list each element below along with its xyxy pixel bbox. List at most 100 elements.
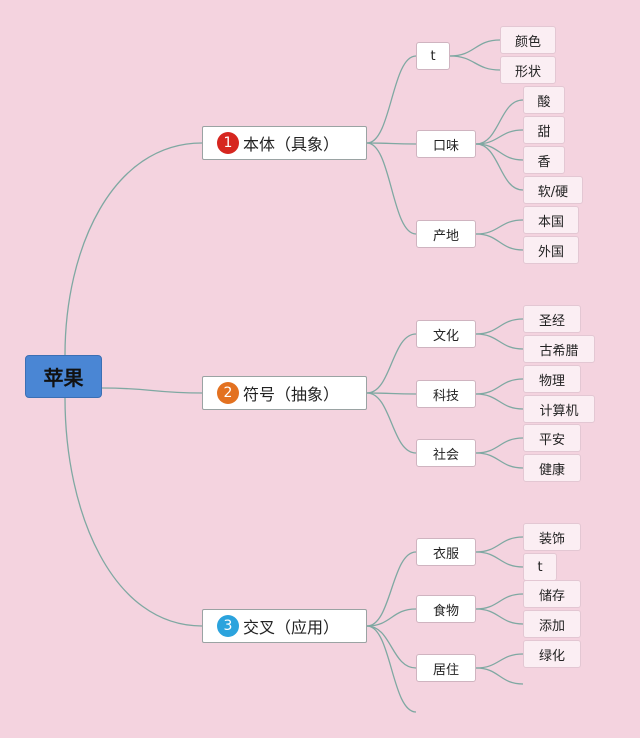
- branch-label: 交叉（应用）: [243, 618, 340, 637]
- leaf-t[interactable]: t: [523, 553, 557, 581]
- leaf-color[interactable]: 颜色: [500, 26, 556, 54]
- leaf-label: 甜: [537, 124, 551, 140]
- subnode-label: 居住: [432, 662, 459, 678]
- connector-leaf: [475, 219, 524, 235]
- leaf-label: 古希腊: [539, 343, 579, 359]
- subnode-clothing[interactable]: 衣服: [416, 538, 476, 566]
- connector-b3-extra: [366, 625, 417, 713]
- connector-leaf: [475, 333, 524, 350]
- branch-label: 符号（抽象）: [243, 385, 340, 404]
- connector-leaf: [475, 667, 524, 685]
- subnode-tech[interactable]: 科技: [416, 380, 476, 408]
- subnode-taste[interactable]: 口味: [416, 130, 476, 158]
- leaf-label: 软/硬: [537, 184, 569, 200]
- subnode-food[interactable]: 食物: [416, 595, 476, 623]
- leaf-domestic[interactable]: 本国: [523, 206, 579, 234]
- leaf-label: 圣经: [538, 313, 565, 329]
- connector-root-b3: [64, 397, 203, 627]
- connector-leaf: [475, 143, 524, 191]
- branch-concrete[interactable]: 1 本体（具象）: [202, 126, 367, 160]
- leaf-fragrant[interactable]: 香: [523, 146, 565, 174]
- connector-leaf: [475, 99, 524, 145]
- connector-b1-t: [366, 55, 417, 144]
- leaf-bible[interactable]: 圣经: [523, 305, 581, 333]
- leaf-label: 绿化: [538, 648, 565, 664]
- leaf-label: 添加: [538, 618, 565, 634]
- connector-leaf: [475, 593, 524, 610]
- connector-b3-housing: [366, 625, 417, 669]
- leaf-label: 物理: [538, 373, 565, 389]
- leaf-texture[interactable]: 软/硬: [523, 176, 583, 204]
- subnode-housing[interactable]: 居住: [416, 654, 476, 682]
- subnode-label: t: [430, 48, 436, 64]
- connector-b3-clothing: [366, 551, 417, 627]
- connector-root-b2: [101, 387, 203, 394]
- leaf-label: 香: [537, 154, 551, 170]
- subnode-label: 文化: [432, 328, 459, 344]
- subnode-label: 社会: [432, 447, 459, 463]
- leaf-greece[interactable]: 古希腊: [523, 335, 595, 363]
- subnode-label: 口味: [432, 138, 459, 154]
- connector-leaf: [449, 39, 501, 57]
- leaf-additive[interactable]: 添加: [523, 610, 581, 638]
- connector-b2-tech: [366, 392, 417, 395]
- subnode-label: 食物: [432, 603, 459, 619]
- connector-leaf: [449, 55, 501, 71]
- leaf-label: 平安: [538, 432, 565, 448]
- number-badge-1: 1: [217, 132, 239, 154]
- connector-leaf: [475, 608, 524, 625]
- leaf-label: 计算机: [539, 403, 579, 419]
- leaf-decoration[interactable]: 装饰: [523, 523, 581, 551]
- leaf-foreign[interactable]: 外国: [523, 236, 579, 264]
- root-node-apple[interactable]: 苹果: [25, 355, 102, 398]
- connector-leaf: [475, 143, 524, 161]
- connector-b1-taste: [366, 142, 417, 145]
- leaf-label: 装饰: [538, 531, 565, 547]
- connector-leaf: [475, 551, 524, 568]
- subnode-label: 衣服: [432, 546, 459, 562]
- leaf-sour[interactable]: 酸: [523, 86, 565, 114]
- connector-leaf: [475, 437, 524, 454]
- connector-b1-origin: [366, 142, 417, 235]
- leaf-label: 健康: [538, 462, 565, 478]
- connector-b2-culture: [366, 333, 417, 394]
- connector-leaf: [475, 452, 524, 469]
- connector-leaf: [475, 233, 524, 251]
- root-label: 苹果: [43, 366, 84, 390]
- connector-leaf: [475, 536, 524, 553]
- leaf-label: t: [537, 559, 543, 575]
- connector-root-b1: [64, 142, 203, 356]
- subnode-t[interactable]: t: [416, 42, 450, 70]
- connector-leaf: [475, 318, 524, 335]
- number-badge-3: 3: [217, 615, 239, 637]
- subnode-origin[interactable]: 产地: [416, 220, 476, 248]
- leaf-storage[interactable]: 储存: [523, 580, 581, 608]
- leaf-computer[interactable]: 计算机: [523, 395, 595, 423]
- subnode-society[interactable]: 社会: [416, 439, 476, 467]
- leaf-label: 外国: [537, 244, 564, 260]
- connector-b2-society: [366, 392, 417, 454]
- leaf-label: 形状: [514, 64, 541, 80]
- number-badge-2: 2: [217, 382, 239, 404]
- connector-b3-food: [366, 608, 417, 627]
- connector-leaf: [475, 378, 524, 395]
- leaf-physics[interactable]: 物理: [523, 365, 581, 393]
- connector-leaf: [475, 653, 524, 669]
- leaf-label: 本国: [537, 214, 564, 230]
- leaf-label: 储存: [538, 588, 565, 604]
- leaf-label: 颜色: [514, 34, 541, 50]
- subnode-culture[interactable]: 文化: [416, 320, 476, 348]
- branch-label: 本体（具象）: [243, 135, 340, 154]
- subnode-label: 产地: [432, 228, 459, 244]
- connector-leaf: [475, 393, 524, 410]
- branch-application[interactable]: 3 交叉（应用）: [202, 609, 367, 643]
- leaf-peace[interactable]: 平安: [523, 424, 581, 452]
- connector-leaf: [475, 129, 524, 145]
- leaf-health[interactable]: 健康: [523, 454, 581, 482]
- leaf-greening[interactable]: 绿化: [523, 640, 581, 668]
- leaf-sweet[interactable]: 甜: [523, 116, 565, 144]
- branch-symbolic[interactable]: 2 符号（抽象）: [202, 376, 367, 410]
- leaf-shape[interactable]: 形状: [500, 56, 556, 84]
- leaf-label: 酸: [537, 94, 551, 110]
